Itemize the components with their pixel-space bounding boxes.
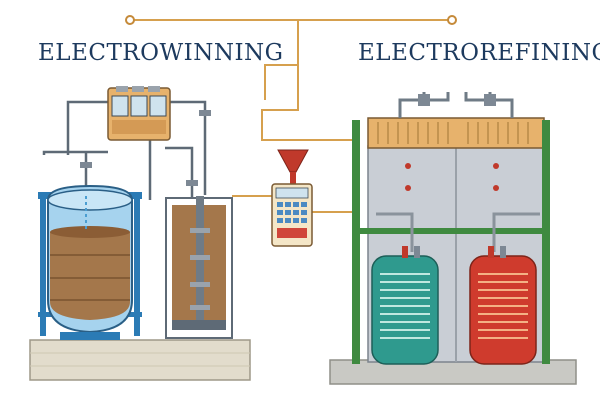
control-panel-icon <box>271 183 313 247</box>
internal-piping <box>376 212 540 252</box>
pipe-valve-icon <box>418 94 496 106</box>
electrowinning-tank <box>47 184 133 340</box>
busbar <box>367 117 545 149</box>
pipe-valve-icon <box>80 110 211 186</box>
electrorefining-title: ELECTROREFINING <box>358 40 600 66</box>
electrowinning-title: ELECTROWINNING <box>38 40 284 66</box>
right-tank-frame <box>352 120 550 364</box>
left-brick-base <box>29 339 251 381</box>
anode-coil-teal <box>371 246 439 365</box>
meter-box <box>107 86 171 141</box>
cathode-coil-red <box>469 246 537 365</box>
control-wiring <box>130 19 452 213</box>
funnel-icon <box>277 149 309 186</box>
electrolytic-cell <box>165 196 233 339</box>
indicator-dot-icon <box>405 163 499 191</box>
junction-node-icon <box>125 15 457 25</box>
right-concrete-base <box>329 359 577 385</box>
